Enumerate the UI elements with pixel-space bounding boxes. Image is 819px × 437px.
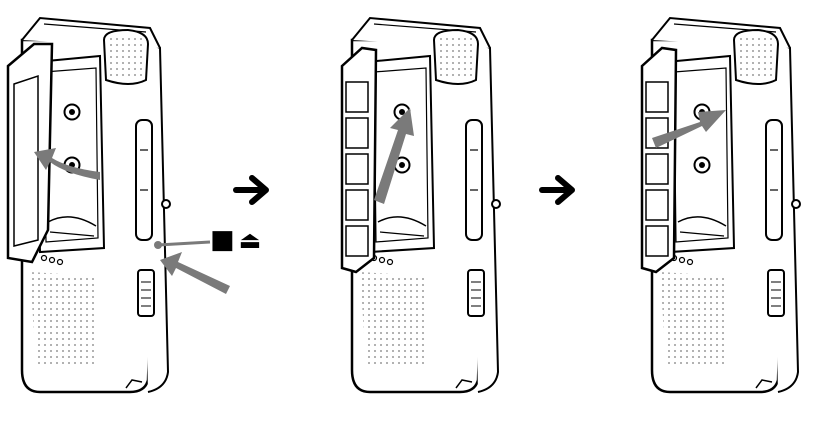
- insert-cassette-arrow: [374, 108, 414, 204]
- push-button-arrow: [160, 252, 230, 294]
- eject-icon: ⏏: [238, 226, 262, 254]
- step-1-recorder: [6, 16, 230, 394]
- push-cassette-arrow: [652, 110, 726, 148]
- step-2-recorder: [340, 16, 502, 394]
- right-arrow-icon: [539, 175, 575, 205]
- step-3-recorder: [640, 16, 802, 394]
- open-lid-arrow: [34, 148, 100, 180]
- stop-icon: ■: [210, 225, 235, 255]
- stop-eject-button-label: ■ ⏏: [210, 226, 261, 254]
- right-arrow-icon: [233, 175, 269, 205]
